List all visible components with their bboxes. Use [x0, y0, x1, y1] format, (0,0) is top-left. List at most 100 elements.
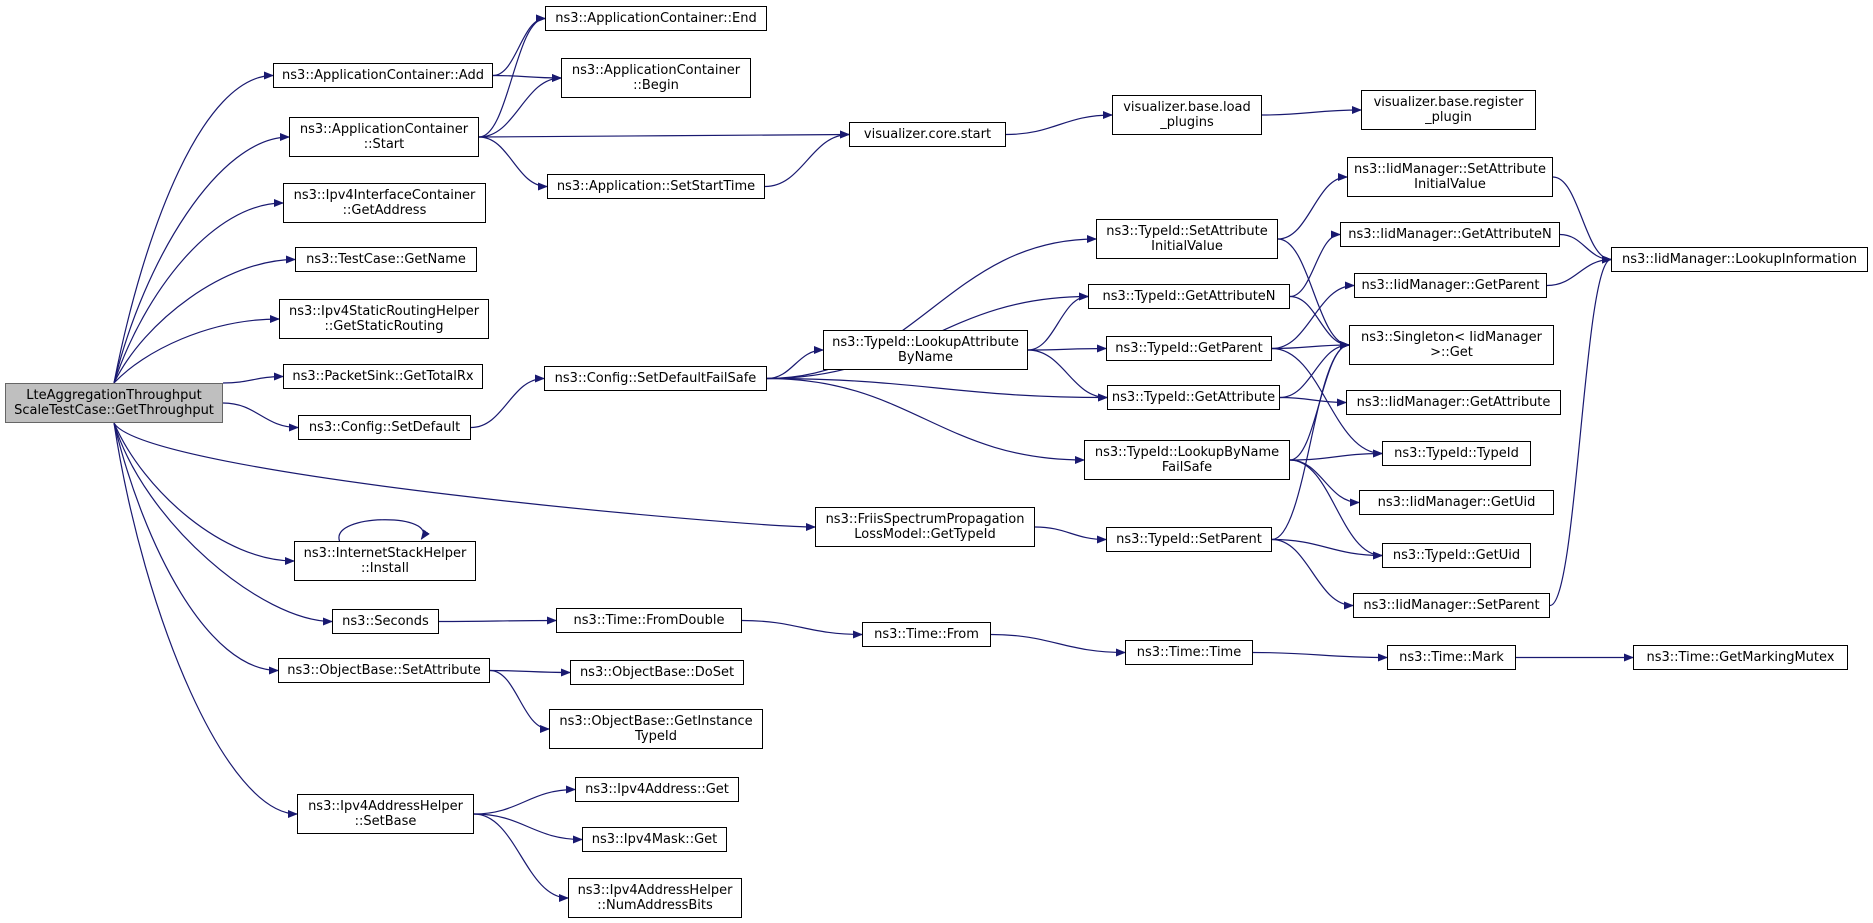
node-packetsink-total-rx[interactable]: ns3::PacketSink::GetTotalRx	[283, 364, 483, 389]
node-typeid-set-attr-initial[interactable]: ns3::TypeId::SetAttribute InitialValue	[1096, 219, 1278, 259]
edge-config-set-default-fs-to-typeid-lookup-attr	[766, 346, 824, 380]
node-typeid-lookup-attr[interactable]: ns3::TypeId::LookupAttribute ByName	[823, 330, 1028, 370]
node-typeid-lookup-byname[interactable]: ns3::TypeId::LookupByName FailSafe	[1084, 440, 1290, 480]
edge-typeid-get-attr-to-iid-get-attr	[1279, 396, 1347, 407]
call-edges	[113, 14, 1634, 902]
edge-typeid-lookup-byname-to-iid-get-uid	[1289, 459, 1360, 507]
node-iid-set-attr-initial[interactable]: ns3::IidManager::SetAttribute InitialVal…	[1347, 157, 1553, 197]
edge-vis-load-plugins-to-vis-register-plugin	[1261, 106, 1362, 116]
edge-typeid-get-attr-to-singleton-get	[1279, 341, 1350, 399]
edge-config-set-default-fs-to-typeid-set-attr-initial	[766, 235, 1097, 380]
edge-typeid-lookup-attr-to-typeid-get-parent	[1027, 344, 1107, 353]
node-iid-get-attr[interactable]: ns3::IidManager::GetAttribute	[1346, 390, 1561, 415]
node-typeid-get-attr-n[interactable]: ns3::TypeId::GetAttributeN	[1088, 284, 1290, 309]
edge-root-to-objectbase-set-attr	[113, 422, 279, 675]
edge-app-add-to-app-begin	[492, 73, 562, 82]
node-time-from[interactable]: ns3::Time::From	[862, 622, 991, 647]
node-internetstack-install[interactable]: ns3::InternetStackHelper ::Install	[294, 541, 476, 581]
node-singleton-get[interactable]: ns3::Singleton< IidManager >::Get	[1349, 325, 1554, 365]
edge-app-start-to-app-begin	[478, 74, 562, 138]
node-typeid-set-parent[interactable]: ns3::TypeId::SetParent	[1106, 527, 1272, 552]
node-time-time[interactable]: ns3::Time::Time	[1125, 640, 1253, 665]
node-app-start[interactable]: ns3::ApplicationContainer ::Start	[289, 117, 479, 157]
node-testcase-get-name[interactable]: ns3::TestCase::GetName	[295, 247, 477, 272]
edge-config-set-default-fs-to-typeid-lookup-byname	[766, 377, 1085, 464]
edge-ipv4helper-set-base-to-ipv4addr-get	[473, 785, 576, 815]
edge-time-time-to-time-mark	[1252, 651, 1388, 662]
edge-typeid-get-attr-n-to-iid-get-attr-n	[1289, 230, 1341, 298]
node-ipv4-static-routing[interactable]: ns3::Ipv4StaticRoutingHelper ::GetStatic…	[279, 299, 489, 339]
node-time-marking-mutex[interactable]: ns3::Time::GetMarkingMutex	[1633, 645, 1848, 670]
node-ipv4addr-get[interactable]: ns3::Ipv4Address::Get	[575, 777, 739, 802]
edge-objectbase-set-attr-to-objectbase-doset	[489, 668, 571, 677]
node-ipv4-ifc-get-address[interactable]: ns3::Ipv4InterfaceContainer ::GetAddress	[283, 183, 486, 223]
edge-app-start-to-vis-core-start	[478, 130, 850, 139]
node-vis-register-plugin[interactable]: visualizer.base.register _plugin	[1361, 90, 1536, 130]
edge-root-to-ipv4helper-set-base	[113, 422, 298, 818]
edge-root-to-app-add	[113, 71, 274, 384]
node-objectbase-get-instance[interactable]: ns3::ObjectBase::GetInstance TypeId	[549, 709, 763, 749]
node-typeid-get-attr[interactable]: ns3::TypeId::GetAttribute	[1107, 385, 1280, 410]
node-vis-core-start[interactable]: visualizer.core.start	[849, 122, 1006, 147]
edge-objectbase-set-attr-to-objectbase-get-instance	[489, 669, 550, 733]
node-typeid-typeid[interactable]: ns3::TypeId::TypeId	[1382, 441, 1531, 466]
node-app-begin[interactable]: ns3::ApplicationContainer ::Begin	[561, 58, 751, 98]
node-typeid-get-parent[interactable]: ns3::TypeId::GetParent	[1106, 336, 1272, 361]
edge-app-set-start-time-to-vis-core-start	[764, 130, 850, 188]
node-ipv4mask-get[interactable]: ns3::Ipv4Mask::Get	[582, 827, 727, 852]
node-app-set-start-time[interactable]: ns3::Application::SetStartTime	[547, 174, 765, 199]
node-objectbase-doset[interactable]: ns3::ObjectBase::DoSet	[570, 660, 744, 685]
node-root: LteAggregationThroughput ScaleTestCase::…	[5, 383, 223, 423]
node-iid-get-uid[interactable]: ns3::IidManager::GetUid	[1359, 490, 1554, 515]
node-iid-lookup-info[interactable]: ns3::IidManager::LookupInformation	[1611, 247, 1868, 272]
edge-root-to-internetstack-install	[113, 422, 295, 565]
edge-ipv4helper-set-base-to-ipv4helper-num-bits	[473, 813, 569, 902]
edge-typeid-set-attr-initial-to-iid-set-attr-initial	[1277, 173, 1348, 240]
edge-time-from-double-to-time-from	[741, 619, 863, 639]
edge-root-to-packetsink-total-rx	[222, 372, 284, 384]
edge-iid-get-attr-n-to-iid-lookup-info	[1559, 233, 1612, 264]
node-config-set-default[interactable]: ns3::Config::SetDefault	[298, 415, 471, 440]
edge-config-set-default-fs-to-typeid-get-attr	[766, 377, 1108, 402]
node-config-set-default-fs[interactable]: ns3::Config::SetDefaultFailSafe	[544, 366, 767, 391]
edge-time-from-to-time-time	[990, 633, 1126, 657]
node-objectbase-set-attr[interactable]: ns3::ObjectBase::SetAttribute	[278, 658, 490, 683]
edge-ipv4helper-set-base-to-ipv4mask-get	[473, 813, 583, 844]
edge-iid-get-parent-to-iid-lookup-info	[1546, 255, 1612, 287]
edge-vis-core-start-to-vis-load-plugins	[1005, 111, 1113, 136]
node-ipv4helper-set-base[interactable]: ns3::Ipv4AddressHelper ::SetBase	[297, 794, 474, 834]
edge-root-to-app-start	[113, 133, 290, 384]
edge-typeid-lookup-attr-to-typeid-get-attr	[1027, 349, 1108, 402]
edge-app-start-to-app-set-start-time	[478, 136, 548, 191]
edge-internetstack-install-self-loop	[338, 519, 430, 542]
node-ipv4helper-num-bits[interactable]: ns3::Ipv4AddressHelper ::NumAddressBits	[568, 878, 742, 918]
node-seconds[interactable]: ns3::Seconds	[332, 609, 439, 634]
edge-root-to-testcase-get-name	[113, 255, 296, 384]
node-time-mark[interactable]: ns3::Time::Mark	[1387, 645, 1516, 670]
edge-typeid-lookup-byname-to-typeid-typeid	[1289, 449, 1383, 461]
edge-root-to-config-set-default	[222, 402, 299, 432]
edge-app-start-to-app-end	[478, 14, 546, 138]
edge-typeid-set-parent-to-typeid-get-uid	[1271, 538, 1383, 560]
node-friis-get-typeid[interactable]: ns3::FriisSpectrumPropagation LossModel:…	[815, 507, 1035, 547]
node-time-from-double[interactable]: ns3::Time::FromDouble	[556, 608, 742, 633]
node-iid-get-parent[interactable]: ns3::IidManager::GetParent	[1354, 273, 1547, 298]
edge-typeid-lookup-attr-to-typeid-get-attr-n	[1027, 292, 1089, 351]
edge-typeid-set-parent-to-singleton-get	[1271, 341, 1350, 541]
edge-iid-set-parent-to-iid-lookup-info	[1549, 255, 1612, 607]
edge-typeid-lookup-byname-to-typeid-get-uid	[1289, 459, 1383, 560]
edge-root-to-ipv4-ifc-get-address	[113, 199, 284, 384]
node-iid-get-attr-n[interactable]: ns3::IidManager::GetAttributeN	[1340, 222, 1560, 247]
node-app-end[interactable]: ns3::ApplicationContainer::End	[545, 6, 767, 31]
node-typeid-get-uid[interactable]: ns3::TypeId::GetUid	[1382, 543, 1531, 568]
edge-friis-get-typeid-to-typeid-set-parent	[1034, 526, 1107, 544]
edge-config-set-default-to-config-set-default-fs	[470, 374, 545, 429]
edge-root-to-seconds	[113, 422, 333, 626]
edge-seconds-to-time-from-double	[438, 616, 557, 625]
node-iid-set-parent[interactable]: ns3::IidManager::SetParent	[1353, 593, 1550, 618]
node-app-add[interactable]: ns3::ApplicationContainer::Add	[273, 63, 493, 88]
node-vis-load-plugins[interactable]: visualizer.base.load _plugins	[1112, 95, 1262, 135]
edge-typeid-get-parent-to-iid-get-parent	[1271, 281, 1355, 350]
edge-iid-set-attr-initial-to-iid-lookup-info	[1552, 176, 1612, 264]
